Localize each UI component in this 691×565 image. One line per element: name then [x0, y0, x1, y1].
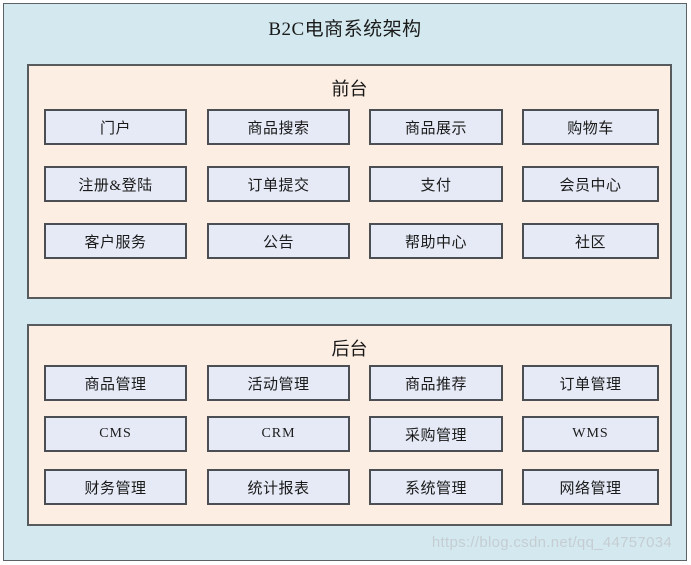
- module-cell: 商品推荐: [369, 365, 503, 401]
- module-cell: CRM: [207, 416, 350, 452]
- module-cell: 订单管理: [522, 365, 659, 401]
- module-cell: 客户服务: [44, 223, 187, 259]
- module-cell: 网络管理: [522, 469, 659, 505]
- section-frontend-title: 前台: [331, 79, 368, 99]
- module-cell: 购物车: [522, 109, 659, 145]
- module-cell: 注册&登陆: [44, 166, 187, 202]
- backend-cell-grid: 商品管理活动管理商品推荐订单管理 CMS CRM 采购管理 WMS 财务管理统计报表系统管…: [29, 326, 670, 524]
- module-cell: 社区: [522, 223, 659, 259]
- module-cell: 帮助中心: [369, 223, 503, 259]
- frontend-cell-grid: 门户商品搜索商品展示购物车注册&登陆订单提交支付会员中心客户服务公告帮助中心社区: [29, 66, 670, 297]
- module-cell: 系统管理: [369, 469, 503, 505]
- module-cell: 订单提交: [207, 166, 350, 202]
- diagram-outer-container: B2C电商系统架构 前台 门户商品搜索商品展示购物车注册&登陆订单提交支付会员中…: [3, 3, 687, 561]
- module-cell: 采购管理: [369, 416, 503, 452]
- module-cell: 支付: [369, 166, 503, 202]
- module-cell: 会员中心: [522, 166, 659, 202]
- module-cell: 门户: [44, 109, 187, 145]
- module-cell: 统计报表: [207, 469, 350, 505]
- module-cell: CMS: [44, 416, 187, 452]
- diagram-title: B2C电商系统架构: [268, 19, 422, 40]
- module-cell: 商品管理: [44, 365, 187, 401]
- module-cell: 活动管理: [207, 365, 350, 401]
- module-cell: 商品搜索: [207, 109, 350, 145]
- module-cell: WMS: [522, 416, 659, 452]
- section-backend: 后台 商品管理活动管理商品推荐订单管理 CMS CRM 采购管理 WMS 财务管理统计报表…: [27, 324, 672, 526]
- module-cell: 财务管理: [44, 469, 187, 505]
- module-cell: 商品展示: [369, 109, 503, 145]
- section-frontend: 前台 门户商品搜索商品展示购物车注册&登陆订单提交支付会员中心客户服务公告帮助中…: [27, 64, 672, 299]
- watermark-text: https://blog.csdn.net/qq_44757034: [431, 534, 672, 551]
- section-backend-title: 后台: [331, 339, 368, 359]
- module-cell: 公告: [207, 223, 350, 259]
